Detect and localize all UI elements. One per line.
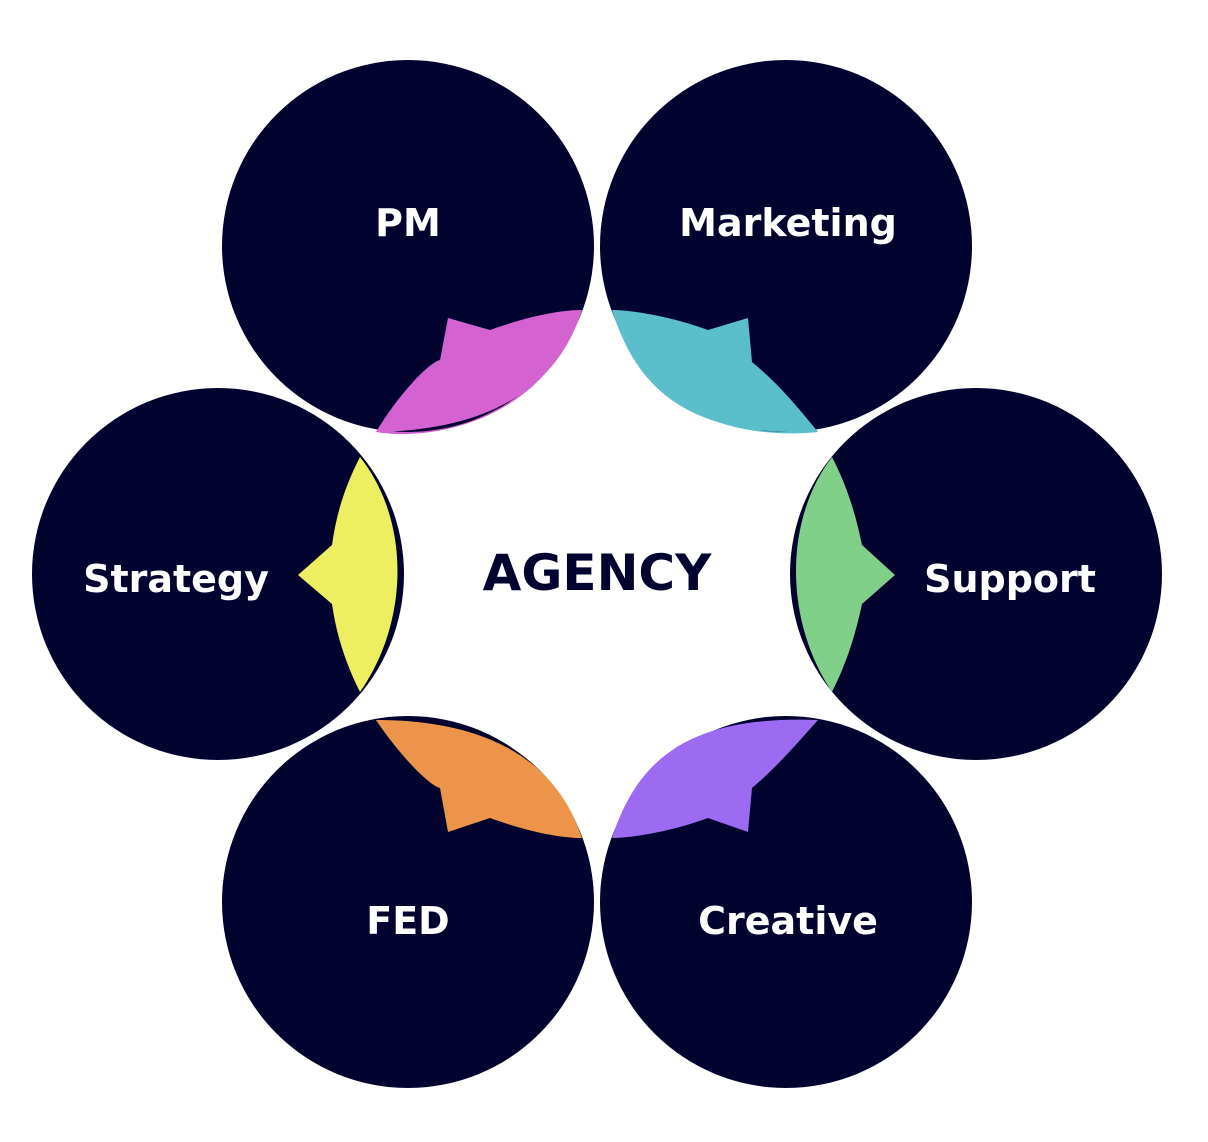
label-strategy: Strategy: [83, 557, 269, 601]
connector-tip-support: [796, 457, 895, 692]
connector-tip-marketing: [612, 310, 818, 433]
circle-support[interactable]: [790, 388, 1162, 760]
connector-tips: [298, 310, 895, 838]
circle-strategy[interactable]: [32, 388, 404, 760]
connector-tip-strategy: [298, 457, 398, 692]
label-fed: FED: [366, 899, 449, 943]
label-creative: Creative: [698, 899, 878, 943]
connector-tip-creative: [612, 719, 818, 838]
center-label: AGENCY: [483, 544, 712, 602]
label-support: Support: [924, 557, 1096, 601]
connector-tip-pm: [376, 310, 582, 432]
label-pm: PM: [375, 201, 441, 245]
connector-tip-fed: [376, 720, 582, 838]
label-marketing: Marketing: [679, 201, 897, 245]
labels: PM Marketing Support Creative FED Strate…: [83, 201, 1096, 943]
